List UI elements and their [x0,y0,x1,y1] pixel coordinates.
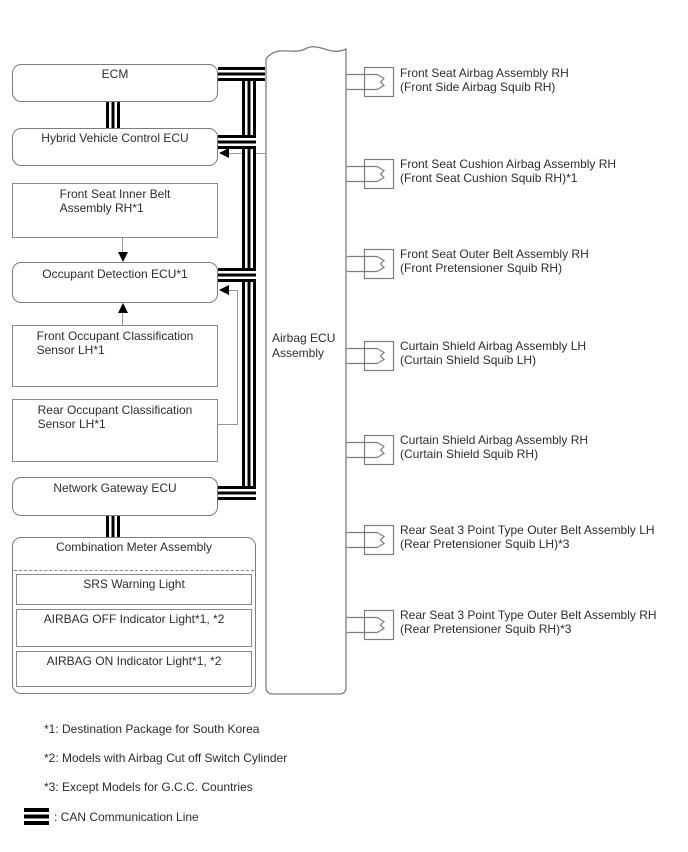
wire-frontsensor-to-occdet [122,311,124,325]
right-item-4-line1: Curtain Shield Airbag Assembly LH [400,339,587,353]
right-item-3: Front Seat Outer Belt Assembly RH (Front… [400,247,685,275]
can-branch-network-gateway [218,486,256,500]
right-item-6-line1: Rear Seat 3 Point Type Outer Belt Assemb… [400,523,655,537]
box-occupant-detection-ecu: Occupant Detection ECU*1 [12,262,218,303]
can-line-legend-icon [24,808,49,825]
box-network-gateway-label: Network Gateway ECU [53,481,177,495]
wire-rear-sensor-to-occdet-top [229,290,238,292]
front-occupant-sensor-line2: Sensor LH*1 [36,342,105,357]
right-item-6-line2: (Rear Pretensioner Squib LH)*3 [400,537,570,551]
inner-belt-line2: Assembly RH*1 [59,200,144,215]
box-front-occupant-classification-sensor: Front Occupant Classification Sensor LH*… [12,325,218,387]
box-ecm-label: ECM [101,67,129,81]
combination-meter-divider [14,570,254,571]
can-branch-ecm [218,67,265,81]
right-item-3-line1: Front Seat Outer Belt Assembly RH [400,247,589,261]
wire-rear-sensor-vertical [237,290,239,425]
footnote-1: *1: Destination Package for South Korea [44,722,260,736]
box-hybrid-label: Hybrid Vehicle Control ECU [41,131,189,145]
right-item-2-line1: Front Seat Cushion Airbag Assembly RH [400,157,617,171]
footnote-2: *2: Models with Airbag Cut off Switch Cy… [44,751,288,765]
box-rear-occupant-classification-sensor: Rear Occupant Classification Sensor LH*1 [12,399,218,462]
squib-connector-icon [347,248,395,280]
arrowhead-into-occupant-detection-ecu [219,285,229,295]
rear-occupant-sensor-line1: Rear Occupant Classification [37,403,193,417]
airbag-ecu-label-line2: Assembly [272,346,325,360]
can-link-gateway-meter [106,516,120,537]
can-legend-label: : CAN Communication Line [54,810,199,824]
right-item-5: Curtain Shield Airbag Assembly RH (Curta… [400,433,685,461]
right-item-1: Front Seat Airbag Assembly RH (Front Sid… [400,66,685,94]
right-item-2: Front Seat Cushion Airbag Assembly RH (F… [400,157,685,185]
box-ecm: ECM [12,64,218,102]
combination-meter-title: Combination Meter Assembly [55,540,213,554]
can-branch-occupant-detection [218,268,256,282]
airbag-ecu-assembly-box [265,46,347,695]
inner-belt-line1: Front Seat Inner Belt [59,187,171,201]
right-item-4-line2: (Curtain Shield Squib LH) [400,353,537,367]
right-item-6: Rear Seat 3 Point Type Outer Belt Assemb… [400,523,685,551]
right-item-4: Curtain Shield Airbag Assembly LH (Curta… [400,339,685,367]
right-item-5-line1: Curtain Shield Airbag Assembly RH [400,433,589,447]
wire-rear-sensor-exit [218,424,238,426]
wire-innerbelt-to-occdet [122,238,124,254]
right-item-1-line2: (Front Side Airbag Squib RH) [400,80,556,94]
box-airbag-on-indicator: AIRBAG ON Indicator Light*1, *2 [16,651,252,687]
right-item-7-line2: (Rear Pretensioner Squib RH)*3 [400,622,572,636]
box-hybrid-vehicle-control-ecu: Hybrid Vehicle Control ECU [12,128,218,166]
right-item-5-line2: (Curtain Shield Squib RH) [400,447,539,461]
box-srs-warning-light: SRS Warning Light [16,574,252,605]
right-item-3-line2: (Front Pretensioner Squib RH) [400,261,563,275]
airbag-off-indicator-label: AIRBAG OFF Indicator Light*1, *2 [43,612,225,626]
right-item-1-line1: Front Seat Airbag Assembly RH [400,66,569,80]
right-item-7: Rear Seat 3 Point Type Outer Belt Assemb… [400,608,685,636]
airbag-ecu-assembly-label: Airbag ECU Assembly [272,331,335,361]
front-occupant-sensor-line1: Front Occupant Classification [36,329,194,343]
can-link-ecm-hybrid [106,102,120,128]
airbag-ecu-label-line1: Airbag ECU [272,331,336,345]
srs-warning-light-label: SRS Warning Light [83,577,185,591]
can-branch-hybrid [218,135,256,149]
squib-connector-icon [347,609,395,641]
squib-connector-icon [347,66,395,98]
box-network-gateway-ecu: Network Gateway ECU [12,477,218,516]
box-front-seat-inner-belt: Front Seat Inner Belt Assembly RH*1 [12,183,218,238]
squib-connector-icon [347,158,395,190]
arrowhead-up-into-occdet [118,303,128,313]
box-occupant-detection-label: Occupant Detection ECU*1 [42,267,188,281]
right-item-7-line1: Rear Seat 3 Point Type Outer Belt Assemb… [400,608,657,622]
squib-connector-icon [347,340,395,372]
footnote-3: *3: Except Models for G.C.C. Countries [44,780,253,794]
right-item-2-line2: (Front Seat Cushion Squib RH)*1 [400,171,578,185]
can-bus-vertical [242,70,256,500]
rear-occupant-sensor-line2: Sensor LH*1 [37,416,106,431]
squib-connector-icon [347,524,395,556]
squib-connector-icon [347,434,395,466]
arrowhead-down-into-occdet [118,252,128,262]
arrowhead-into-hybrid-ecu [219,148,229,158]
box-airbag-off-indicator: AIRBAG OFF Indicator Light*1, *2 [16,609,252,647]
airbag-on-indicator-label: AIRBAG ON Indicator Light*1, *2 [46,654,222,668]
